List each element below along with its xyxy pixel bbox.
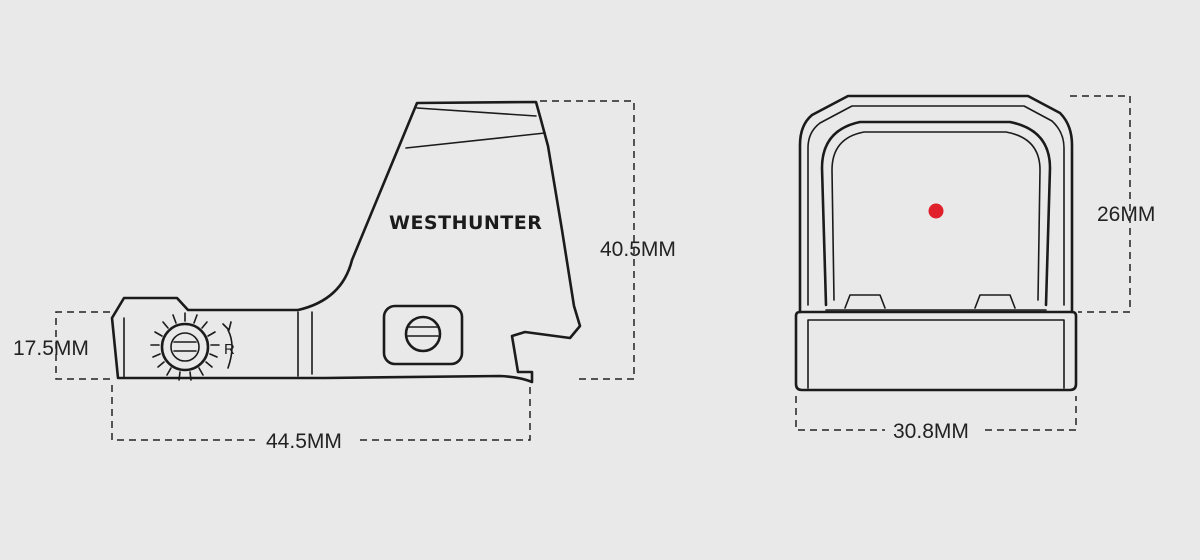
dim-label-height-total: 40.5MM [600, 238, 676, 261]
side-rail-lines [123, 311, 313, 379]
front-dimensions: 26MM 30.8MM [795, 95, 1155, 443]
front-base [794, 310, 1078, 392]
side-dimensions: 40.5MM 17.5MM 44.5MM [13, 100, 676, 453]
brand-logo: WESTHUNTER [389, 212, 542, 234]
side-adjuster-window [382, 304, 464, 366]
dim-line-height-base [55, 311, 110, 380]
dim-line-length [111, 385, 531, 441]
front-view [794, 94, 1078, 392]
front-lens-window [820, 120, 1052, 307]
dim-line-width [795, 396, 1077, 431]
side-top-bevel [405, 107, 546, 149]
elevation-dial[interactable] [150, 312, 220, 381]
front-hood-inner [807, 105, 1065, 306]
dim-label-width: 30.8MM [893, 420, 969, 443]
front-hood-outer [798, 94, 1074, 314]
side-body-outline [110, 100, 582, 384]
front-lens-supports [825, 294, 1047, 311]
rotation-arrow [222, 321, 233, 369]
red-dot-reticle [928, 203, 944, 219]
dim-line-window-height [1070, 95, 1131, 313]
dim-label-height-base: 17.5MM [13, 337, 89, 360]
rotation-label: R [224, 341, 235, 358]
dim-line-height-total [540, 100, 635, 380]
front-lens-window-inner [831, 131, 1041, 301]
side-view: R WESTHUNTER [110, 100, 582, 384]
side-adjuster-screw[interactable] [404, 315, 442, 353]
front-base-inner-lines [807, 319, 1065, 389]
dial-knurling-marks [150, 312, 220, 381]
dim-label-window-height: 26MM [1097, 203, 1155, 226]
dim-label-length: 44.5MM [266, 430, 342, 453]
